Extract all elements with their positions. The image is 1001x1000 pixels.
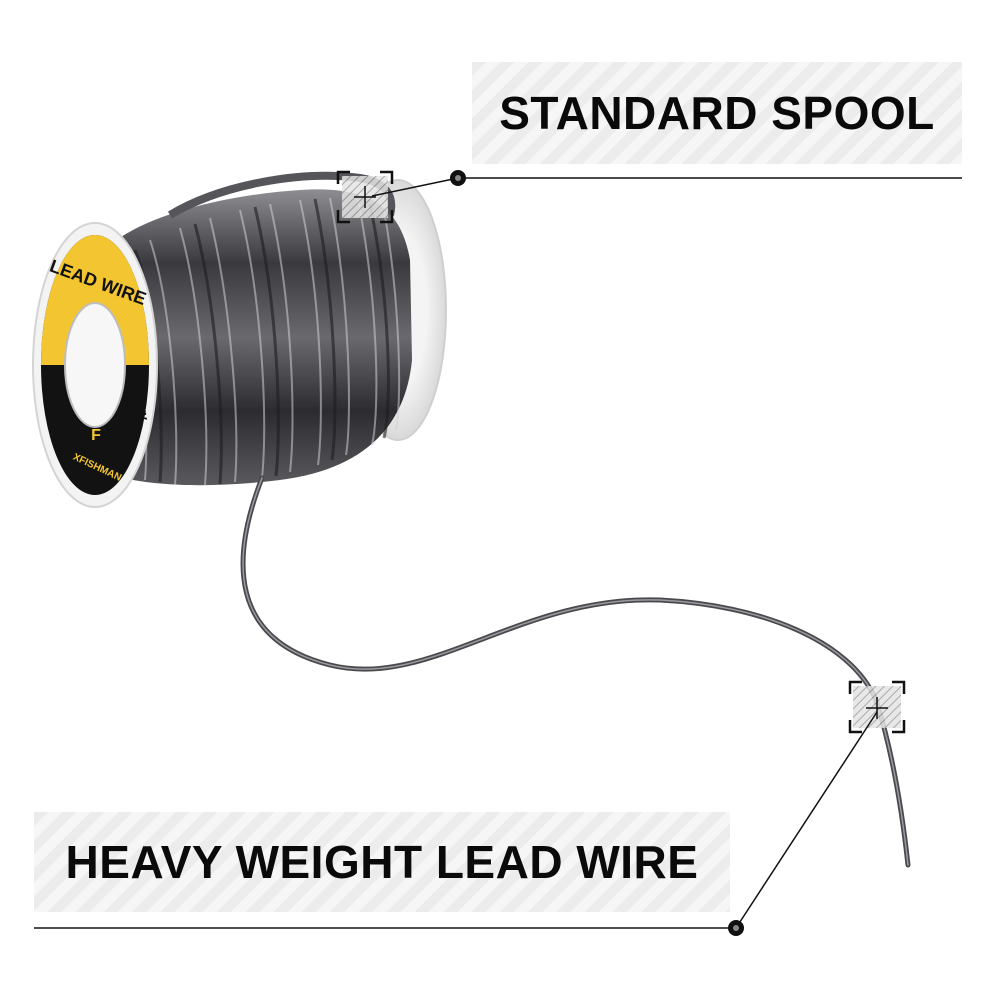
- callout-text-top: STANDARD SPOOL: [499, 87, 935, 139]
- spool-front-label: LEAD WIRE 0.03in Heavy F XFISHMAN: [32, 222, 158, 508]
- crosshair-marker-top: [336, 170, 394, 224]
- crosshair-marker-bottom: [848, 680, 906, 734]
- spool-brand-mark: F: [91, 427, 101, 444]
- spool-size-text: 0.03in: [48, 318, 71, 360]
- callout-line-top: [371, 170, 962, 197]
- callout-line-bottom: [34, 711, 878, 936]
- callout-label-standard-spool: STANDARD SPOOL: [472, 62, 962, 164]
- callout-text-bottom: HEAVY WEIGHT LEAD WIRE: [65, 836, 699, 888]
- callout-label-lead-wire: HEAVY WEIGHT LEAD WIRE: [34, 812, 730, 912]
- loose-wire: [240, 475, 911, 868]
- spool-weight-text: Heavy: [131, 381, 153, 422]
